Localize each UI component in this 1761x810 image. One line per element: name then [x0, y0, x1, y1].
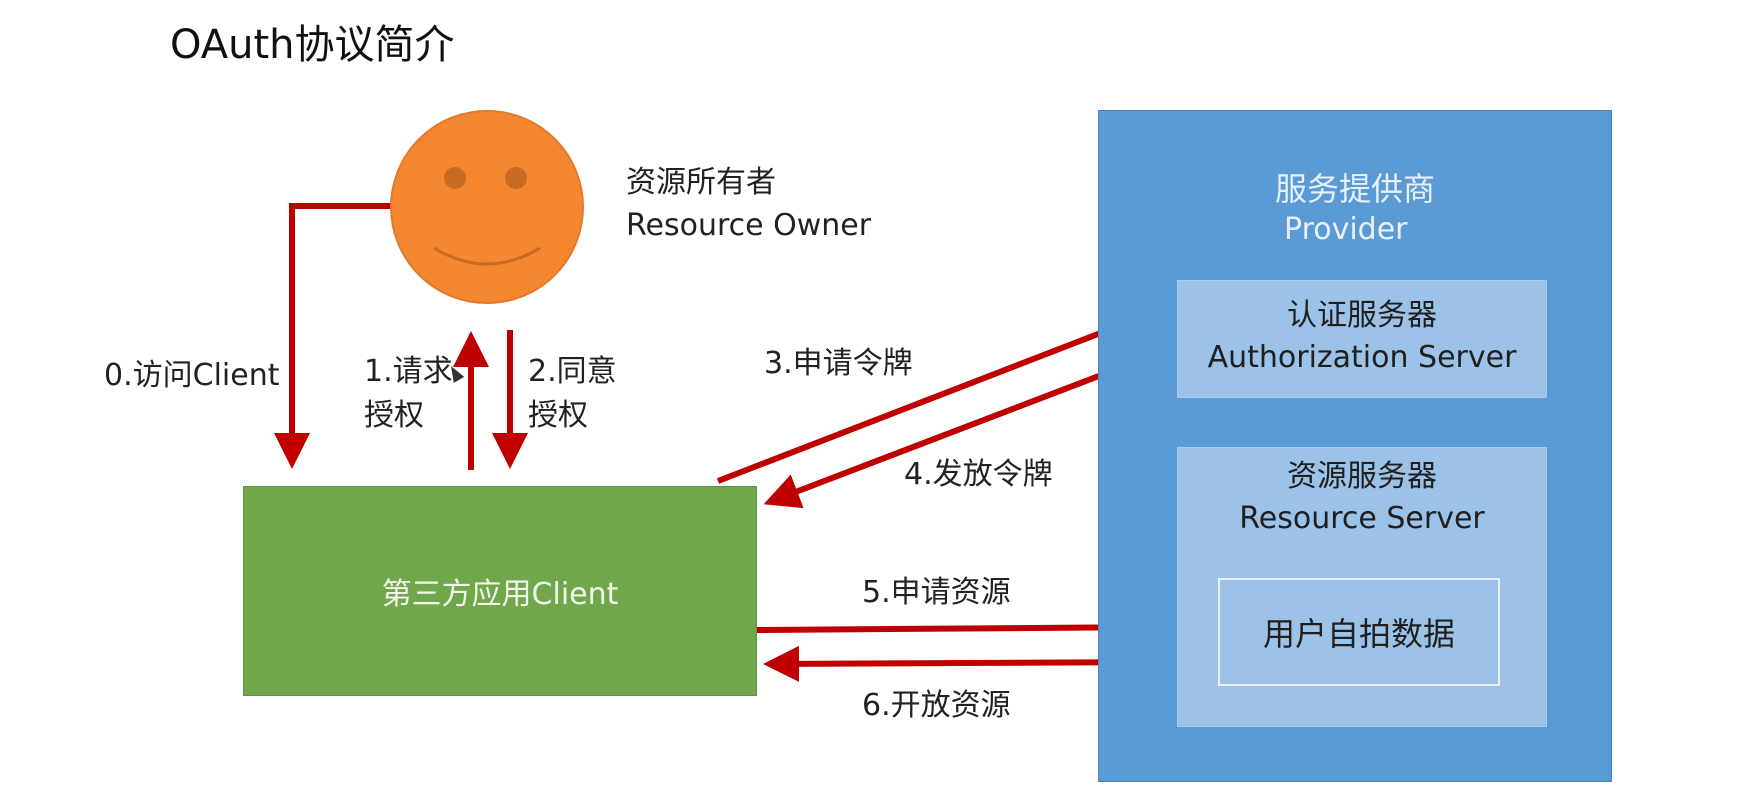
- resource-owner-smiley-icon: [390, 110, 584, 304]
- step-1-label-line1: 1.请求: [364, 354, 453, 389]
- step-0-label: 0.访问Client: [104, 358, 280, 393]
- resource-server-label-cn: 资源服务器: [1287, 459, 1437, 494]
- step-6-label: 6.开放资源: [862, 688, 1011, 723]
- step-2-label-line2: 授权: [528, 398, 588, 433]
- user-data-label: 用户自拍数据: [1262, 615, 1455, 653]
- owner-label-cn: 资源所有者: [626, 165, 776, 200]
- authorization-server-box: 认证服务器 Authorization Server: [1177, 280, 1547, 398]
- provider-title: 服务提供商: [1274, 170, 1435, 208]
- resource-server-label-en: Resource Server: [1239, 501, 1485, 536]
- owner-label-en: Resource Owner: [626, 208, 872, 243]
- step-5-label: 5.申请资源: [862, 575, 1011, 610]
- auth-server-label-cn: 认证服务器: [1287, 298, 1437, 333]
- page-title: OAuth协议简介: [170, 22, 455, 68]
- user-selfie-data-box: 用户自拍数据: [1218, 578, 1500, 686]
- arrow-3-request-token: [716, 302, 1169, 484]
- third-party-client-box: 第三方应用Client: [243, 486, 757, 696]
- client-label: 第三方应用Client: [381, 577, 619, 612]
- step-4-label: 4.发放令牌: [904, 457, 1053, 492]
- step-3-label: 3.申请令牌: [764, 346, 913, 381]
- provider-subtitle: Provider: [1284, 212, 1408, 247]
- step-1-label-line2: 授权: [364, 398, 424, 433]
- arrow-0-visit-client: [274, 203, 392, 469]
- step-2-label-line1: 2.同意: [528, 354, 617, 389]
- arrow-5-request-resource: [756, 609, 1169, 646]
- auth-server-label-en: Authorization Server: [1207, 340, 1517, 375]
